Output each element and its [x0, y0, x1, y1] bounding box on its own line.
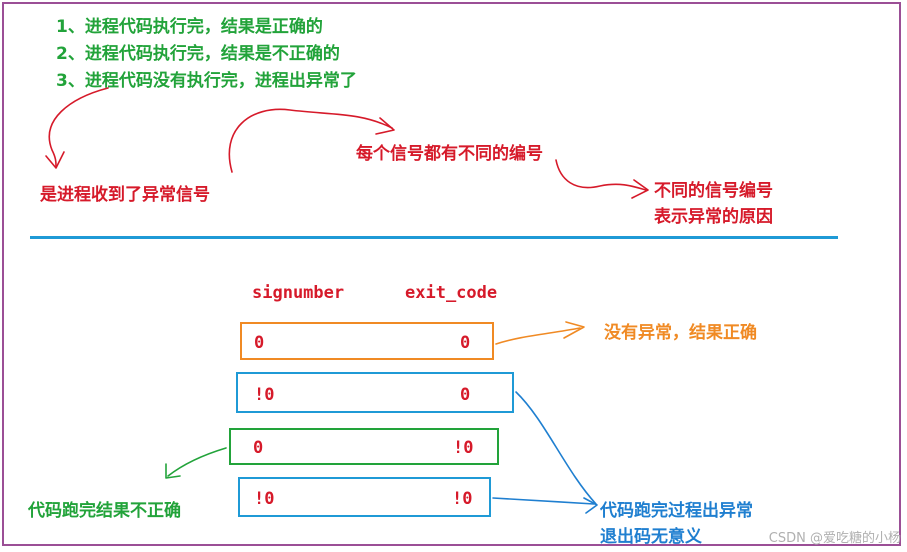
- row-signumber: 0: [254, 333, 265, 353]
- arrowhead: [45, 151, 65, 169]
- arrowhead: [563, 321, 585, 339]
- arrow-to-different-signals: [555, 159, 647, 191]
- arrow-to-no-exception: [495, 327, 581, 345]
- table-row: !0 0: [236, 372, 514, 413]
- row-signumber: 0: [253, 438, 264, 458]
- note-exception-1: 代码跑完过程出异常: [600, 501, 753, 521]
- annotation-different-signals-1: 不同的信号编号: [654, 181, 773, 201]
- arrow-to-exception-2: [492, 497, 595, 505]
- annotation-signal-numbering: 每个信号都有不同的编号: [356, 144, 543, 164]
- outcome-3: 3、进程代码没有执行完，进程出异常了: [56, 71, 357, 91]
- note-exception-2: 退出码无意义: [600, 527, 702, 547]
- outcome-1: 1、进程代码执行完，结果是正确的: [56, 17, 323, 37]
- header-signumber: signumber: [252, 283, 345, 303]
- section-divider: [30, 236, 838, 239]
- header-exit-code: exit_code: [405, 283, 498, 303]
- arrow-to-signal-received: [48, 87, 109, 167]
- annotation-signal-received: 是进程收到了异常信号: [40, 185, 210, 205]
- table-row: 0 !0: [229, 428, 499, 465]
- table-row: 0 0: [240, 322, 494, 360]
- row-exit-code: !0: [452, 489, 473, 509]
- note-wrong-result: 代码跑完结果不正确: [28, 501, 181, 521]
- row-exit-code: 0: [460, 385, 471, 405]
- outcome-2: 2、进程代码执行完，结果是不正确的: [56, 44, 340, 64]
- note-no-exception: 没有异常，结果正确: [604, 323, 757, 343]
- table-row: !0 !0: [238, 477, 491, 517]
- row-exit-code: 0: [460, 333, 471, 353]
- arrowhead: [583, 497, 598, 514]
- row-signumber: !0: [254, 489, 275, 509]
- arrow-to-exception-1: [515, 391, 597, 505]
- outer-frame: [2, 2, 901, 546]
- arrowhead: [165, 463, 181, 479]
- row-exit-code: !0: [453, 438, 474, 458]
- arrowhead: [631, 179, 649, 199]
- watermark: CSDN @爱吃糖的小杨: [768, 531, 901, 546]
- arrow-to-signal-numbering: [228, 108, 393, 173]
- arrowhead: [375, 117, 395, 135]
- arrow-to-wrong-result: [167, 447, 227, 477]
- annotation-different-signals-2: 表示异常的原因: [654, 207, 773, 227]
- row-signumber: !0: [254, 385, 275, 405]
